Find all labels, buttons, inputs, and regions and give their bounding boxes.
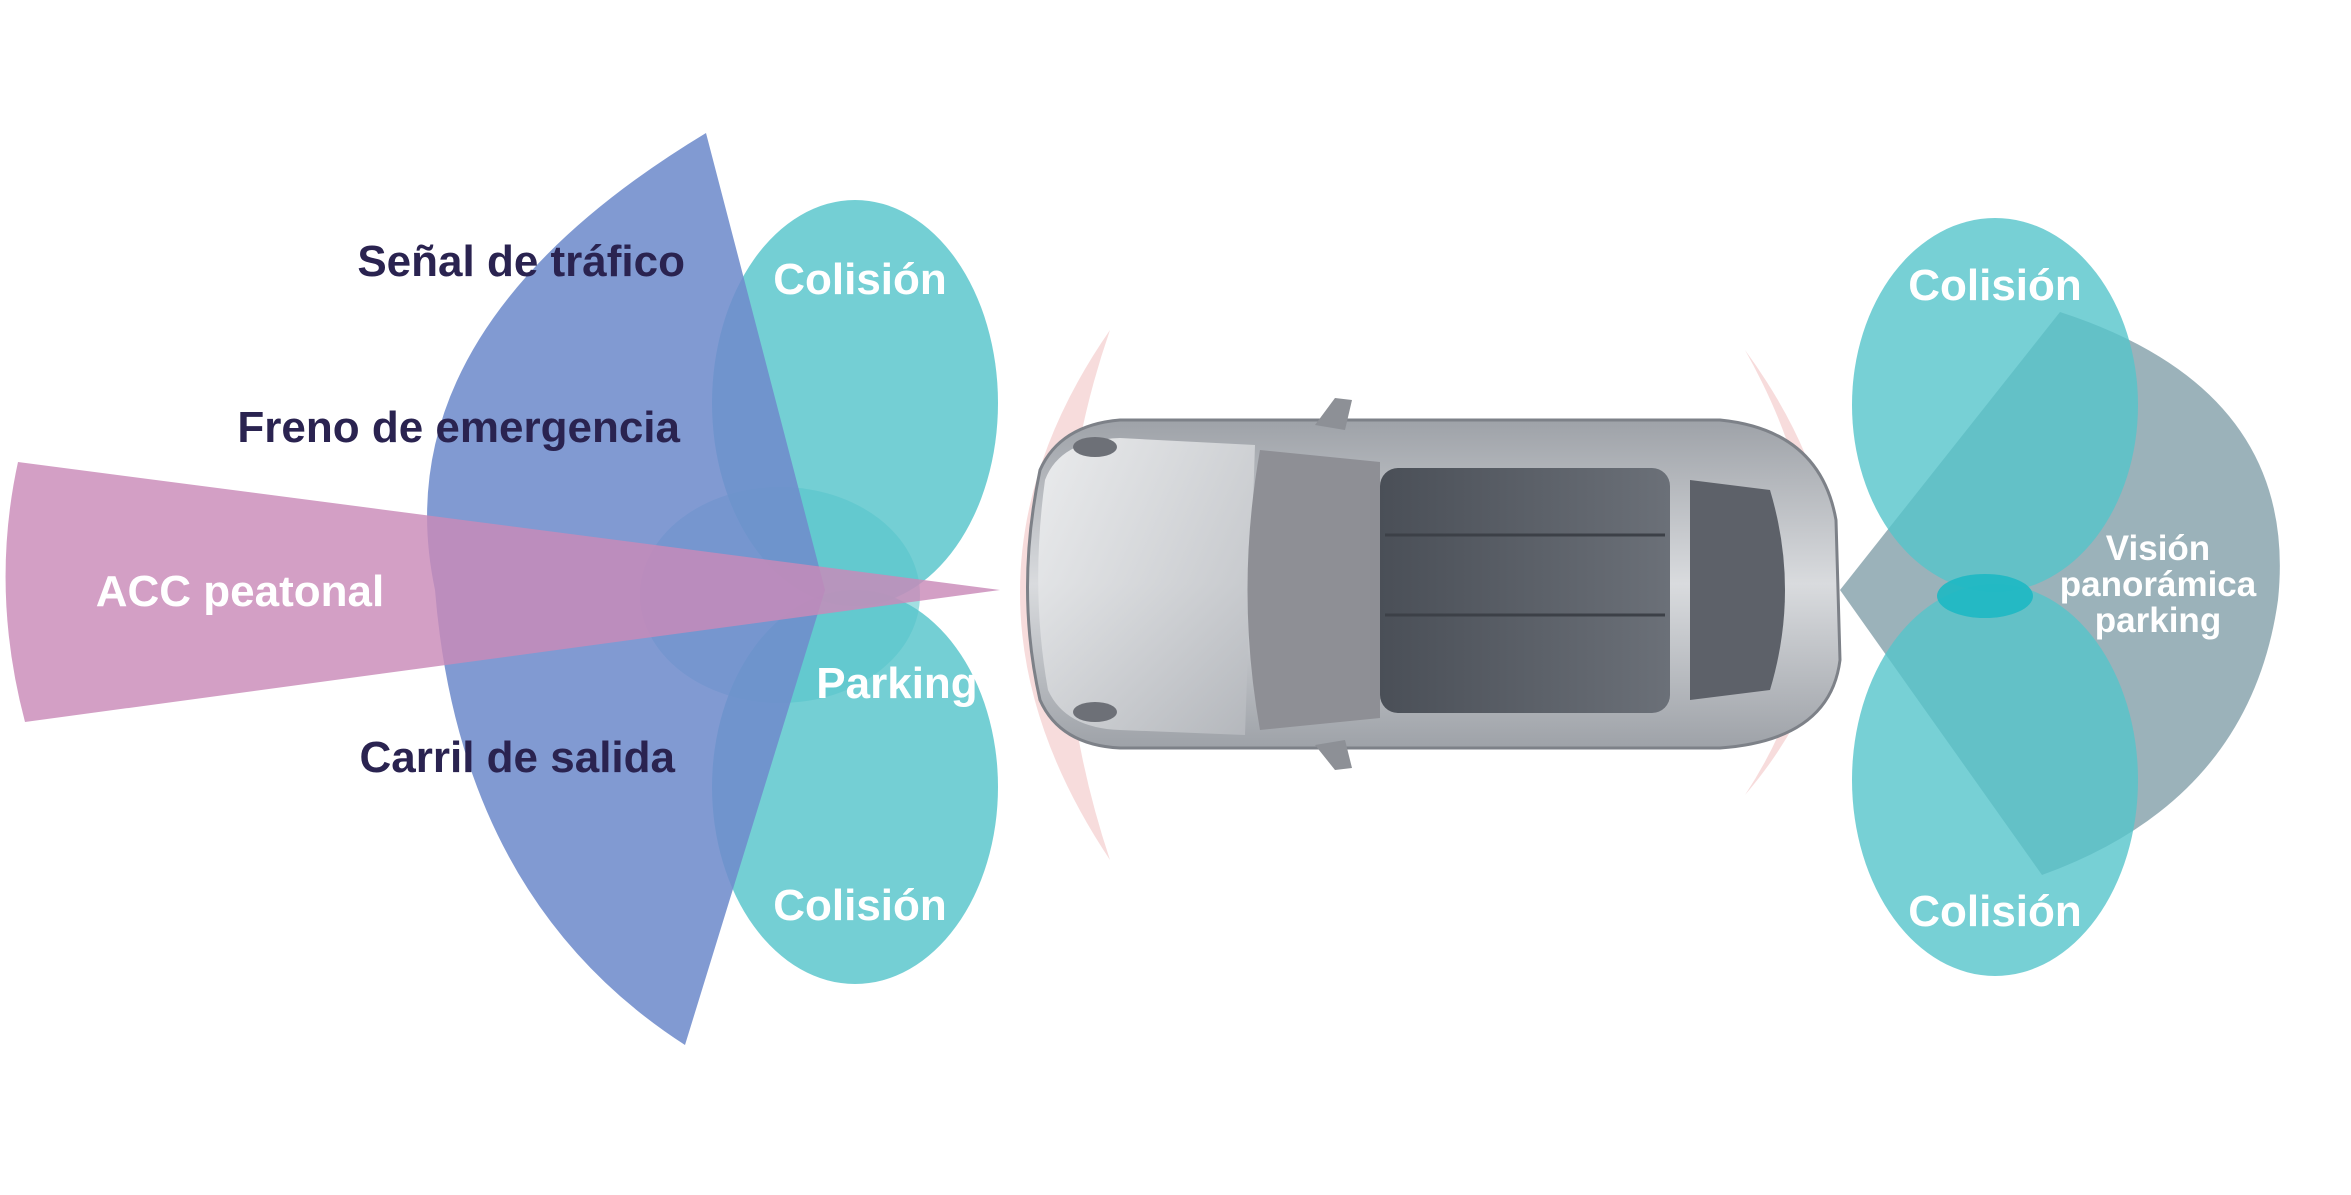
label-surround-view-line3: parking bbox=[2095, 601, 2221, 640]
label-front-collision-top: Colisión bbox=[773, 255, 947, 304]
car-top-view bbox=[1028, 398, 1841, 770]
car-windshield bbox=[1248, 450, 1381, 730]
label-parking: Parking bbox=[816, 659, 977, 708]
label-rear-collision-top: Colisión bbox=[1908, 261, 2082, 310]
headlight-left-icon bbox=[1073, 437, 1117, 457]
car-rear-window bbox=[1690, 480, 1785, 700]
label-surround-view-line1: Visión bbox=[2106, 529, 2210, 568]
car-roof bbox=[1380, 468, 1670, 713]
label-front-collision-bottom: Colisión bbox=[773, 881, 947, 930]
label-emergency-brake: Freno de emergencia bbox=[237, 403, 680, 452]
label-lane-departure: Carril de salida bbox=[360, 733, 676, 782]
label-pedestrian-acc: ACC peatonal bbox=[96, 567, 384, 616]
surround-view-overlap bbox=[1937, 574, 2033, 618]
headlight-right-icon bbox=[1073, 702, 1117, 722]
label-traffic-sign: Señal de tráfico bbox=[357, 237, 685, 286]
car-hood bbox=[1038, 438, 1255, 735]
label-surround-view-line2: panorámica bbox=[2060, 565, 2257, 604]
label-rear-collision-bottom: Colisión bbox=[1908, 887, 2082, 936]
